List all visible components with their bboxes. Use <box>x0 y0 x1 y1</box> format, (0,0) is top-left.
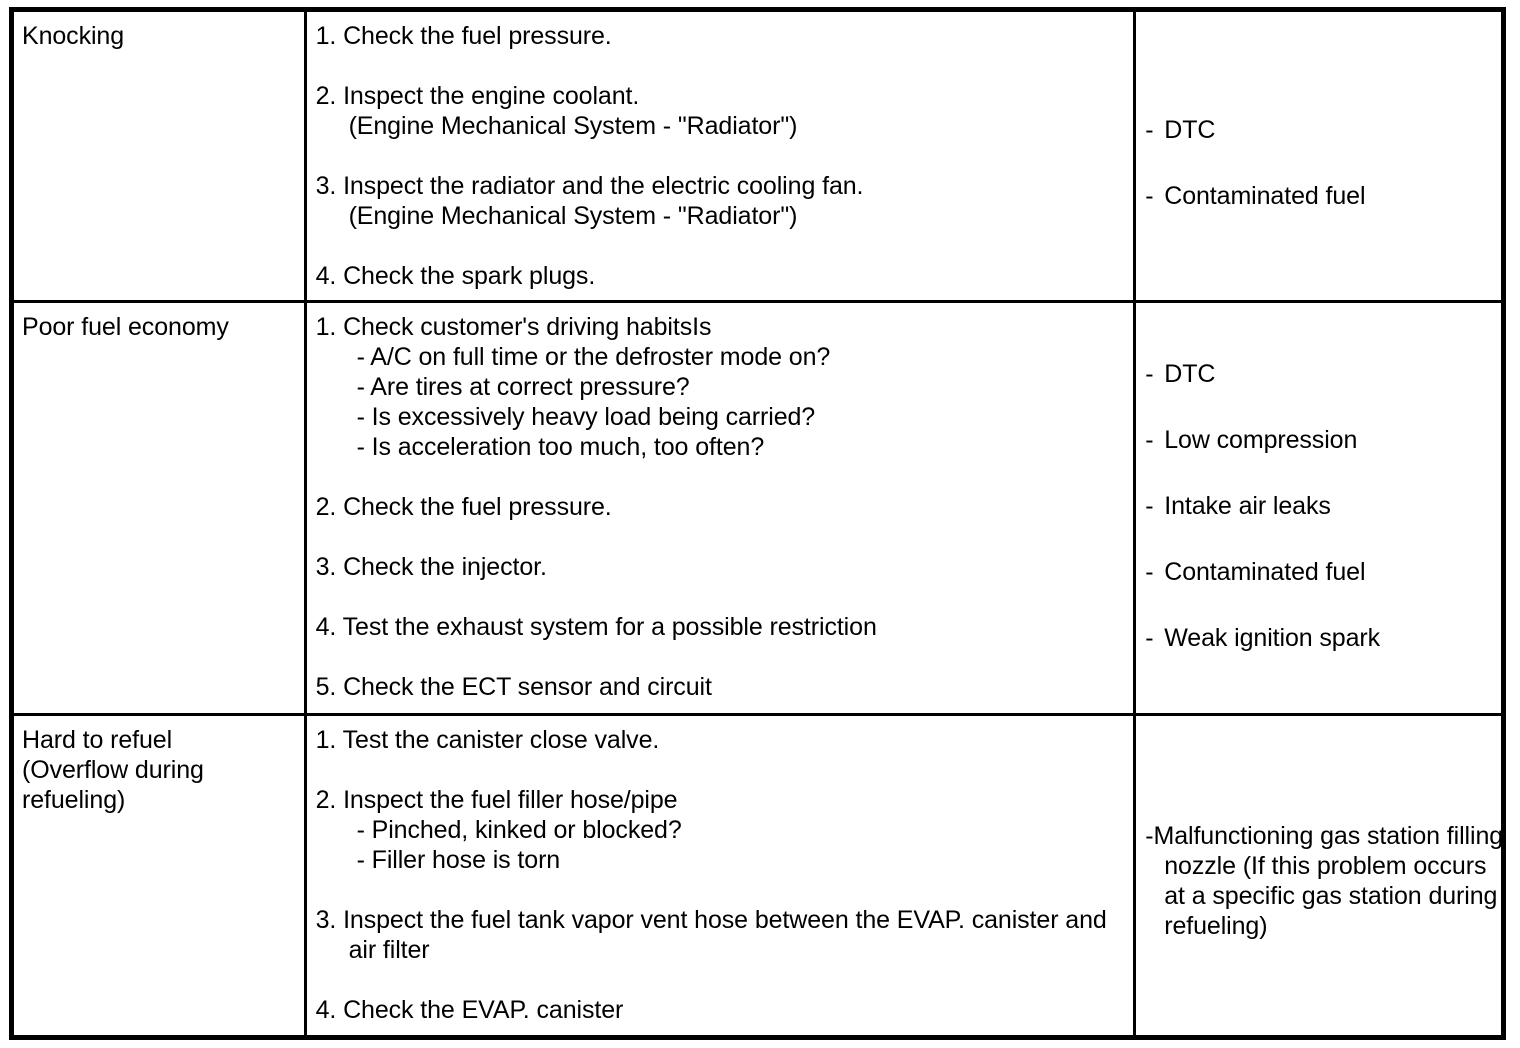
procedure-step-text: 1. Test the canister close valve. <box>315 726 660 755</box>
cause-items: -DTC -Contaminated fuel <box>1136 12 1501 211</box>
procedure-cell: 1. Test the canister close valve. 2. Ins… <box>303 713 1137 1038</box>
table-row: Hard to refuel (Overflow during refuelin… <box>11 713 1504 1038</box>
procedure-step-text: 4. Check the EVAP. canister <box>315 996 624 1025</box>
procedure-sub-item: - Is excessively heavy load being carrie… <box>356 403 816 432</box>
cause-items: -Malfunctioning gas station filling nozz… <box>1136 716 1504 941</box>
procedure-step: 5. Check the ECT sensor and circuit <box>316 672 1124 702</box>
procedure-step-text: 4. Check the spark plugs. <box>315 262 596 290</box>
procedure-sub-item: - A/C on full time or the defroster mode… <box>356 343 831 372</box>
dash-bullet: - <box>1145 558 1154 587</box>
procedure-step-text: 2. Check the fuel pressure. <box>315 493 612 522</box>
procedure-step-text: 3. Inspect the radiator and the electric… <box>315 172 864 200</box>
cause-item-label: Weak ignition spark <box>1164 624 1381 653</box>
table-row: Knocking 1. Check the fuel pressure. 2. … <box>11 9 1504 304</box>
procedure-step-text: 1. Check the fuel pressure. <box>315 22 612 50</box>
cause-item: -Malfunctioning gas station filling nozz… <box>1145 821 1504 941</box>
cause-items: -DTC -Low compression -Intake air leaks … <box>1136 303 1501 653</box>
procedure-step-text: 3. Inspect the fuel tank vapor vent hose… <box>315 906 1107 935</box>
cause-cell: -Malfunctioning gas station filling nozz… <box>1133 713 1504 1038</box>
dash-bullet: - <box>1145 822 1154 851</box>
procedure-sub-item: - Filler hose is torn <box>356 846 561 875</box>
cause-item: -Contaminated fuel <box>1145 557 1493 587</box>
procedure-step-reference: (Engine Mechanical System - "Radiator") <box>348 112 798 140</box>
procedure-step: 4. Check the spark plugs. <box>316 261 1124 291</box>
dash-bullet: - <box>1145 182 1154 210</box>
table-row: Poor fuel economy 1. Check customer's dr… <box>11 300 1504 717</box>
cause-item-label: Low compression <box>1164 426 1358 455</box>
procedure-step: 2. Check the fuel pressure. <box>316 492 1124 522</box>
procedure-cell: 1. Check the fuel pressure. 2. Inspect t… <box>303 9 1137 304</box>
procedure-step: 4. Test the exhaust system for a possibl… <box>316 612 1124 642</box>
procedure-cell: 1. Check customer's driving habitsIs - A… <box>303 300 1137 717</box>
procedure-step: 2. Inspect the engine coolant. (Engine M… <box>316 81 1124 141</box>
procedure-step-text: 1. Check customer's driving habitsIs <box>315 313 712 342</box>
cause-item: -DTC <box>1145 115 1493 145</box>
cause-list-hard-to-refuel: -Malfunctioning gas station filling nozz… <box>1136 716 1504 941</box>
procedure-step: 2. Inspect the fuel filler hose/pipe - P… <box>316 785 1124 875</box>
cause-item-label: DTC <box>1164 360 1216 389</box>
symptom-cell: Poor fuel economy <box>11 300 307 717</box>
procedure-sub-item: - Pinched, kinked or blocked? <box>356 816 682 845</box>
procedure-list-hard-to-refuel: 1. Test the canister close valve. 2. Ins… <box>307 716 1134 1031</box>
procedure-step: 1. Test the canister close valve. <box>316 725 1124 755</box>
symptom-line: refueling) <box>22 786 126 815</box>
procedure-step-text-wrap: air filter <box>348 936 430 965</box>
cause-item-label: Malfunctioning gas station filling nozzl… <box>1153 822 1504 941</box>
procedure-step-text: 2. Inspect the engine coolant. <box>315 82 640 110</box>
procedure-step: 1. Check the fuel pressure. <box>316 21 1124 51</box>
procedure-step-text: 4. Test the exhaust system for a possibl… <box>315 613 877 642</box>
cause-item-label: Intake air leaks <box>1164 492 1331 521</box>
cause-item: -Weak ignition spark <box>1145 623 1493 653</box>
procedure-step-text: 2. Inspect the fuel filler hose/pipe <box>315 786 678 815</box>
procedure-step: 4. Check the EVAP. canister <box>316 995 1124 1025</box>
dash-bullet: - <box>1145 492 1154 521</box>
procedure-step-text: 3. Check the injector. <box>315 553 547 582</box>
procedure-step: 3. Check the injector. <box>316 552 1124 582</box>
dash-bullet: - <box>1145 426 1154 455</box>
dash-bullet: - <box>1145 116 1154 144</box>
procedure-list-poor-fuel-economy: 1. Check customer's driving habitsIs - A… <box>307 303 1134 708</box>
procedure-sub-item: - Are tires at correct pressure? <box>356 373 690 402</box>
symptom-hard-to-refuel: Hard to refuel (Overflow during refuelin… <box>14 716 304 821</box>
cause-list-knocking: -DTC -Contaminated fuel <box>1136 12 1501 211</box>
symptom-knocking: Knocking <box>14 12 304 57</box>
symptom-cell: Hard to refuel (Overflow during refuelin… <box>11 713 307 1038</box>
cause-list-poor-fuel-economy: -DTC -Low compression -Intake air leaks … <box>1136 303 1501 653</box>
symptom-line: (Overflow during <box>22 756 204 785</box>
symptom-line: Knocking <box>22 22 125 50</box>
cause-item-label: Contaminated fuel <box>1164 558 1366 587</box>
symptom-line: Poor fuel economy <box>22 313 229 342</box>
dash-bullet: - <box>1145 360 1154 389</box>
cause-cell: -DTC -Contaminated fuel <box>1133 9 1504 304</box>
procedure-step-text: 5. Check the ECT sensor and circuit <box>315 673 712 702</box>
cause-item-label: Contaminated fuel <box>1164 182 1366 210</box>
procedure-step: 1. Check customer's driving habitsIs - A… <box>316 312 1124 462</box>
cause-item: -Contaminated fuel <box>1145 181 1493 211</box>
procedure-list-knocking: 1. Check the fuel pressure. 2. Inspect t… <box>307 12 1134 297</box>
cause-item: -Low compression <box>1145 425 1493 455</box>
procedure-step: 3. Inspect the radiator and the electric… <box>316 171 1124 231</box>
cause-cell: -DTC -Low compression -Intake air leaks … <box>1133 300 1504 717</box>
procedure-step: 3. Inspect the fuel tank vapor vent hose… <box>316 905 1124 965</box>
procedure-sub-item: - Is acceleration too much, too often? <box>356 433 765 462</box>
dash-bullet: - <box>1145 624 1154 653</box>
symptom-line: Hard to refuel <box>22 726 173 755</box>
cause-item-label: DTC <box>1164 116 1216 144</box>
symptom-poor-fuel-economy: Poor fuel economy <box>14 303 304 348</box>
symptom-cell: Knocking <box>11 9 307 304</box>
troubleshooting-table: Knocking 1. Check the fuel pressure. 2. … <box>9 7 1506 1040</box>
cause-item: -Intake air leaks <box>1145 491 1493 521</box>
cause-item: -DTC <box>1145 359 1493 389</box>
procedure-step-reference: (Engine Mechanical System - "Radiator") <box>348 202 798 230</box>
